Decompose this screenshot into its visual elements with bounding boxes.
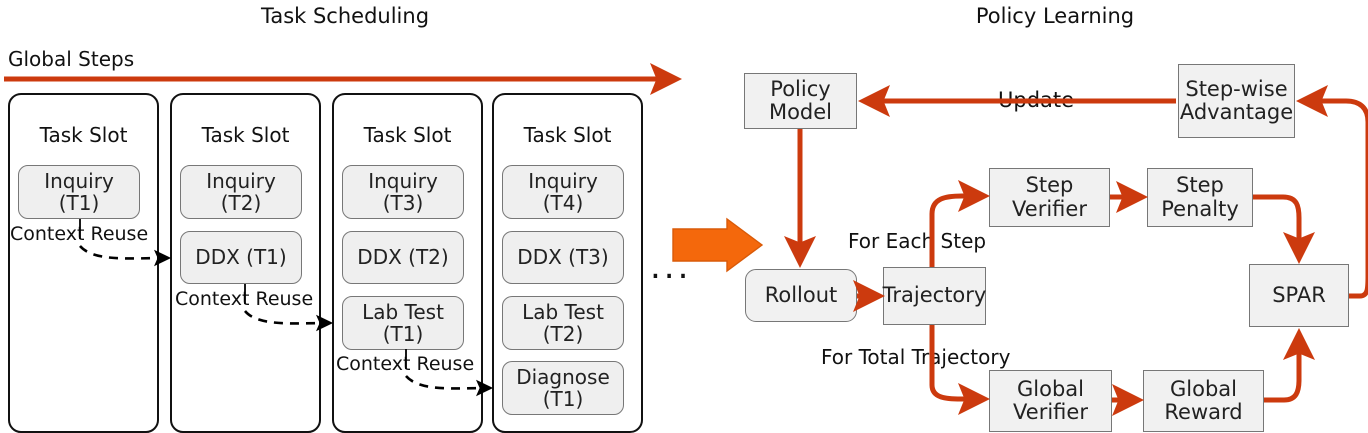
task-box-lab-test-t1: Lab Test (T1) <box>342 296 464 350</box>
task-box-title: Diagnose <box>516 364 610 389</box>
task-box-title: Lab Test <box>362 299 444 324</box>
task-box-title: DDX (T3) <box>517 245 609 270</box>
edge-label-for-total-trajectory: For Total Trajectory <box>821 345 1011 369</box>
node-rollout: Rollout <box>745 269 857 322</box>
task-box-ddx-t1: DDX (T1) <box>180 231 302 284</box>
task-box-title: DDX (T2) <box>357 245 449 270</box>
node-label-line1: Global <box>1017 376 1084 401</box>
ellipsis-label: ... <box>650 247 692 287</box>
context-reuse-label-2: Context Reuse <box>175 288 314 310</box>
edge-global-reward-to-spar <box>1264 327 1315 403</box>
task-box-title: Inquiry <box>368 168 438 193</box>
edge-label-for-each-step: For Each Step <box>848 229 987 253</box>
task-box-title: Inquiry <box>44 168 114 193</box>
edge-label-update: Update <box>993 88 1080 112</box>
context-reuse-label-1: Context Reuse <box>10 223 149 245</box>
global-steps-label: Global Steps <box>8 47 135 71</box>
node-label-line2: Advantage <box>1179 100 1294 124</box>
node-label-line1: Global <box>1170 376 1237 401</box>
task-box-inquiry-t3: Inquiry (T3) <box>342 165 464 219</box>
task-slot-label: Task Slot <box>201 123 290 147</box>
node-label-line1: Step <box>1176 173 1224 198</box>
task-box-ddx-t2: DDX (T2) <box>342 231 464 284</box>
node-label: SPAR <box>1272 282 1326 307</box>
task-box-subtitle: (T4) <box>542 191 584 215</box>
task-box-inquiry-t2: Inquiry (T2) <box>180 165 302 219</box>
node-stepwise-advantage: Step-wise Advantage <box>1178 64 1295 138</box>
task-box-title: DDX (T1) <box>195 245 287 270</box>
task-slot-label: Task Slot <box>523 123 612 147</box>
node-label: Rollout <box>764 282 838 307</box>
node-label-line1: Policy <box>770 76 831 101</box>
task-box-subtitle: (T2) <box>220 191 262 215</box>
task-box-title: Inquiry <box>206 168 276 193</box>
edge-step-penalty-to-spar <box>1253 194 1316 265</box>
left-panel-title: Task Scheduling <box>260 4 430 28</box>
task-box-subtitle: (T3) <box>382 191 424 215</box>
context-reuse-label-3: Context Reuse <box>336 353 475 375</box>
right-panel-title: Policy Learning <box>975 4 1135 28</box>
task-slot-1: Task Slot <box>8 93 159 433</box>
task-slot-label: Task Slot <box>363 123 452 147</box>
task-slot-label: Task Slot <box>39 123 128 147</box>
node-label-line1: Step-wise <box>1185 76 1288 101</box>
node-trajectory: Trajectory <box>883 267 986 325</box>
node-label-line2: Reward <box>1164 400 1243 424</box>
node-step-penalty: Step Penalty <box>1147 168 1253 227</box>
task-box-title: Inquiry <box>528 168 598 193</box>
node-step-verifier: Step Verifier <box>989 168 1110 227</box>
task-box-lab-test-t2: Lab Test (T2) <box>502 296 624 350</box>
task-box-subtitle: (T2) <box>542 322 584 346</box>
task-box-subtitle: (T1) <box>58 191 100 215</box>
node-spar: SPAR <box>1249 264 1349 327</box>
node-label-line1: Step <box>1025 173 1074 198</box>
node-label-line2: Penalty <box>1161 196 1239 221</box>
task-box-inquiry-t4: Inquiry (T4) <box>502 165 624 219</box>
node-label-line2: Verifier <box>1013 400 1088 424</box>
task-box-subtitle: (T1) <box>382 322 424 346</box>
node-global-reward: Global Reward <box>1143 370 1264 432</box>
node-policy-model: Policy Model <box>744 73 857 129</box>
node-label: Trajectory <box>882 283 987 308</box>
task-box-title: Lab Test <box>522 299 604 324</box>
node-label-line2: Model <box>768 100 833 124</box>
node-label-line2: Verifier <box>1012 196 1087 221</box>
task-box-diagnose-t1: Diagnose (T1) <box>502 361 624 415</box>
node-global-verifier: Global Verifier <box>989 370 1112 432</box>
task-box-ddx-t3: DDX (T3) <box>502 231 624 284</box>
task-box-subtitle: (T1) <box>542 387 584 411</box>
task-box-inquiry-t1: Inquiry (T1) <box>18 165 140 219</box>
